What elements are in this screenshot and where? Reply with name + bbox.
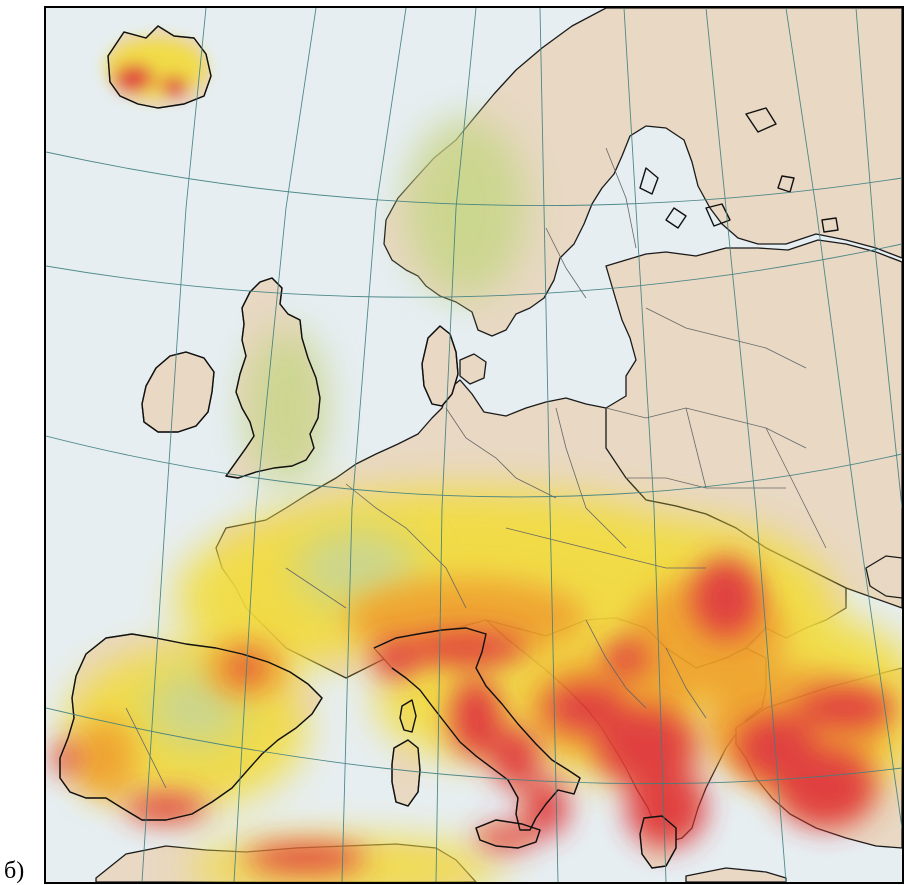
danish-islands <box>459 353 487 385</box>
borders <box>125 147 827 789</box>
coastlines <box>59 25 839 869</box>
hazard-map <box>44 6 904 884</box>
graticule <box>46 8 902 882</box>
figure-label: б) <box>4 858 25 884</box>
hazard-overlay <box>50 38 902 882</box>
crimea <box>865 555 902 599</box>
